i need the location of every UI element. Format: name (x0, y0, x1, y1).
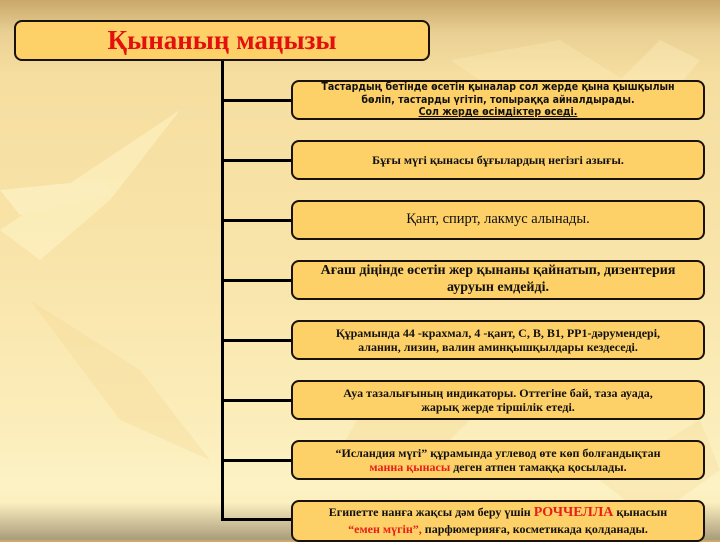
fact-line: Египетте нанға жақсы дәм беру үшін РОЧЧЕ… (329, 505, 667, 522)
fact-line: “Исландия мүгі” құрамында углевод өте кө… (335, 445, 661, 460)
connector-branch-1 (221, 99, 293, 102)
fact-line: Сол жерде өсімдіктер өседі. (418, 106, 578, 119)
fact-box-roccella: Египетте нанға жақсы дәм беру үшін РОЧЧЕ… (291, 500, 705, 542)
fact-line-end: қынасын (613, 505, 668, 520)
fact-line: бөліп, тастарды үгітіп, топыраққа айналд… (361, 93, 635, 106)
connector-trunk (221, 61, 224, 520)
fact-line-rest: деген атпен тамаққа қосылады. (450, 460, 627, 474)
connector-branch-2 (221, 159, 293, 162)
fact-line: Ауа тазалығының индикаторы. Оттегіне бай… (343, 385, 653, 400)
fact-box-products: Қант, спирт, лакмус алынады. (291, 200, 705, 240)
fact-line-start: Египетте нанға жақсы дәм беру үшін (328, 505, 534, 520)
connector-branch-5 (221, 339, 293, 342)
fact-box-composition: Құрамында 44 -крахмал, 4 -қант, С, В, В1… (291, 320, 705, 360)
fact-line: ауруын емдейді. (447, 280, 549, 295)
connector-branch-4 (221, 279, 293, 282)
fact-box-iceland-moss: “Исландия мүгі” құрамында углевод өте кө… (291, 440, 705, 480)
connector-branch-8 (221, 518, 293, 521)
fact-line-rest: парфюмерияға, косметикада қолданады. (421, 522, 648, 537)
fact-text: Қант, спирт, лакмус алынады. (406, 211, 590, 228)
fact-box-dysentery: Ағаш діңінде өсетін жер қынаны қайнатып,… (291, 260, 705, 300)
fact-line: аланин, лизин, валин аминқышқылдары кезд… (358, 340, 638, 354)
fact-line: “емен мүгін”, парфюмерияға, косметикада … (329, 522, 667, 536)
fact-line: жарық жерде тіршілік етеді. (421, 400, 575, 414)
connector-branch-7 (221, 459, 293, 462)
page-title: Қынаның маңызы (107, 25, 337, 56)
fact-line: Ағаш діңінде өсетін жер қынаны қайнатып,… (320, 263, 676, 279)
fact-line: Тастардың бетінде өсетін қыналар сол жер… (321, 81, 675, 94)
title-box: Қынаның маңызы (14, 20, 430, 61)
fact-text: Бұғы мүгі қынасы бұғылардың негізгі азығ… (372, 152, 624, 167)
highlight-oak-moss: “емен мүгін”, (348, 522, 422, 537)
highlight-roccella: РОЧЧЕЛЛА (533, 505, 614, 521)
fact-box-air-indicator: Ауа тазалығының индикаторы. Оттегіне бай… (291, 380, 705, 420)
connector-branch-3 (221, 219, 293, 222)
connector-branch-6 (221, 399, 293, 402)
fact-box-rock-weathering: Тастардың бетінде өсетін қыналар сол жер… (291, 80, 705, 120)
fact-line: Құрамында 44 -крахмал, 4 -қант, С, В, В1… (335, 325, 661, 340)
fact-line: манна қынасы деген атпен тамаққа қосылад… (335, 460, 660, 474)
fact-box-reindeer-food: Бұғы мүгі қынасы бұғылардың негізгі азығ… (291, 140, 705, 180)
highlight-manna: манна қынасы (369, 460, 451, 474)
